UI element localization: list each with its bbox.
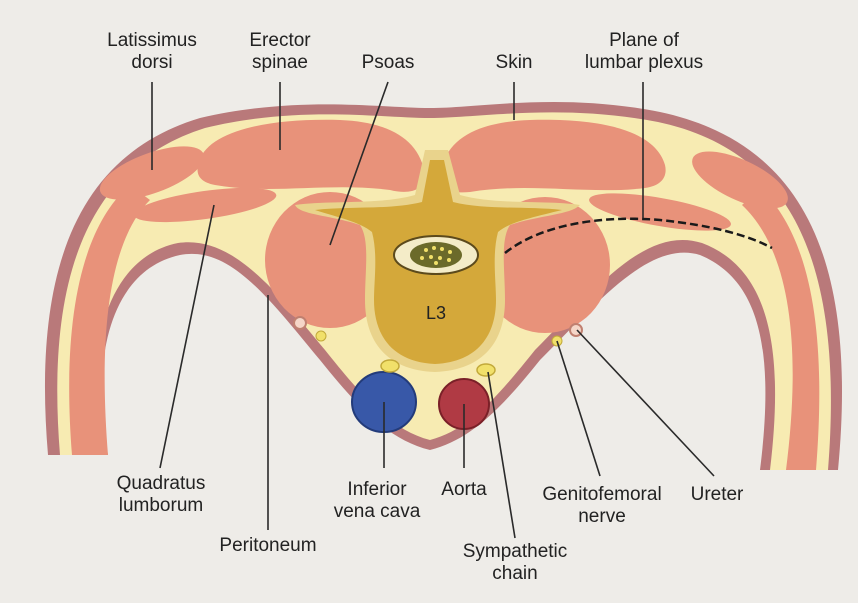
label-inferior-vena-cava: Inferior vena cava [333, 479, 421, 522]
leader-sympathetic [487, 371, 516, 539]
label-skin: Skin [495, 52, 533, 73]
label-plane-of-lumbar-plexus: Plane of lumbar plexus [584, 30, 704, 73]
label-erector-spinae: Erector spinae [249, 30, 311, 73]
right-psoas [480, 197, 610, 333]
right-latissimus-dorsi [692, 151, 788, 209]
leader-ureter [576, 329, 715, 477]
leader-genitofemoral [556, 340, 601, 477]
left-genitofemoral-nerve [315, 330, 327, 342]
label-psoas: Psoas [361, 52, 415, 73]
left-sympathetic-ganglion [380, 359, 400, 373]
left-quadratus-lumborum [133, 187, 277, 223]
right-erector-spinae [439, 119, 666, 193]
label-genitofemoral-nerve: Genitofemoral nerve [542, 484, 662, 527]
label-quadratus-lumborum: Quadratus lumborum [116, 473, 206, 516]
plane-of-lumbar-plexus-line [504, 217, 773, 254]
label-latissimus-dorsi: Latissimus dorsi [107, 30, 197, 73]
right-quadratus-lumborum [589, 193, 731, 231]
right-sympathetic-ganglion [476, 363, 496, 377]
leader-lines [151, 81, 715, 539]
label-peritoneum: Peritoneum [219, 535, 317, 556]
left-latissimus-dorsi [99, 146, 205, 200]
label-aorta: Aorta [441, 479, 487, 500]
label-l3: L3 [425, 303, 447, 323]
nerve-roots [420, 246, 452, 265]
label-ureter: Ureter [690, 484, 744, 505]
right-lateral-wall-muscle [742, 188, 820, 470]
label-sympathetic-chain: Sympathetic chain [462, 541, 568, 584]
left-lateral-wall-muscle [69, 185, 150, 455]
left-ureter [293, 316, 307, 330]
leader-psoas [329, 81, 389, 246]
leader-quadratus [159, 204, 215, 469]
